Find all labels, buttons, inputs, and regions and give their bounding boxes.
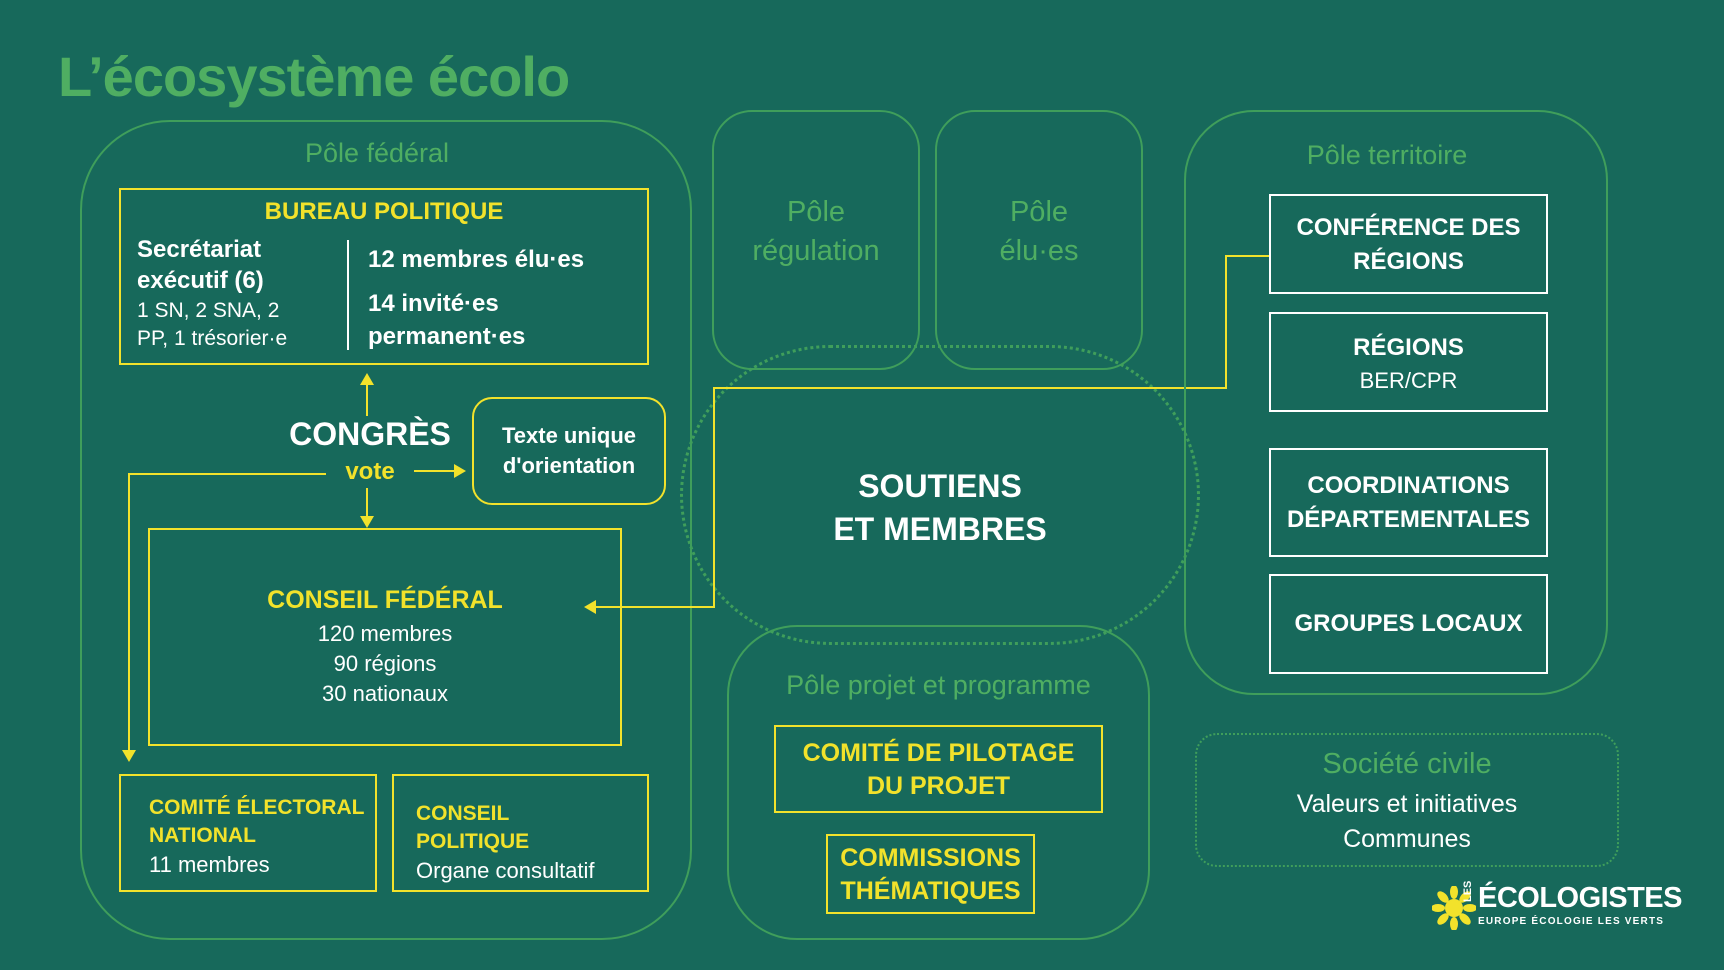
arrow-vote-left: [128, 473, 326, 475]
commissions-line-2: THÉMATIQUES: [840, 877, 1021, 905]
conseil-federal-line-3: 30 nationaux: [322, 681, 448, 706]
arrow-to-texte-head: [454, 464, 466, 478]
secretariat-detail-2: PP, 1 trésorier·e: [137, 327, 288, 350]
pole-territoire-label: Pôle territoire: [1306, 140, 1468, 170]
secretariat-title-1: Secrétariat: [137, 236, 262, 263]
soutiens-membres-label: SOUTIENS ET MEMBRES: [780, 468, 1100, 548]
arrow-to-bureau-head: [360, 373, 374, 385]
comite-electoral-title-1: COMITÉ ÉLECTORAL: [149, 796, 365, 819]
connector-conference-h: [1225, 255, 1270, 257]
conseil-politique-title-2: POLITIQUE: [416, 830, 530, 853]
pole-federal-label: Pôle fédéral: [304, 138, 450, 168]
coordinations-box: COORDINATIONS DÉPARTEMENTALES: [1269, 448, 1548, 557]
pole-projet-label: Pôle projet et programme: [786, 670, 1091, 700]
regions-title: RÉGIONS: [1353, 334, 1464, 361]
bureau-politique-title: BUREAU POLITIQUE: [264, 198, 504, 225]
logo: LES ÉCOLOGISTES EUROPE ÉCOLOGIE LES VERT…: [1432, 878, 1692, 934]
arrow-vote-down: [128, 473, 130, 753]
societe-line-2: Communes: [1343, 825, 1471, 853]
page-title: L’écosystème écolo: [58, 45, 570, 108]
arrow-to-conseil: [366, 488, 368, 518]
soutiens-line-2: ET MEMBRES: [833, 511, 1047, 547]
conseil-federal-title: CONSEIL FÉDÉRAL: [267, 586, 503, 614]
sunflower-icon: [1432, 886, 1476, 930]
societe-civile-text: Valeurs et initiatives Communes: [1195, 790, 1619, 854]
groupes-locaux-label: GROUPES LOCAUX: [1294, 610, 1523, 637]
conference-regions-box: CONFÉRENCE DES RÉGIONS: [1269, 194, 1548, 294]
texte-unique-label: Texte unique d'orientation: [474, 423, 664, 479]
conference-line-2: RÉGIONS: [1353, 248, 1464, 275]
pole-federal: [80, 120, 692, 940]
bureau-politique-box: BUREAU POLITIQUE Secrétariat exécutif (6…: [119, 188, 649, 365]
comite-pilotage-line-2: DU PROJET: [866, 772, 1011, 800]
pole-projet: [727, 625, 1150, 940]
comite-pilotage-line-1: COMITÉ DE PILOTAGE: [802, 739, 1075, 767]
secretariat-block: Secrétariat exécutif (6) 1 SN, 2 SNA, 2 …: [137, 236, 337, 351]
conseil-federal-content: CONSEIL FÉDÉRAL 120 membres 90 régions 3…: [150, 586, 620, 707]
connector-middle-v: [713, 387, 715, 608]
societe-line-1: Valeurs et initiatives: [1296, 790, 1518, 818]
texte-unique-line-2: d'orientation: [502, 453, 636, 478]
coordinations-line-1: COORDINATIONS: [1307, 472, 1510, 499]
arrow-to-bureau: [366, 383, 368, 416]
societe-civile-label: Société civile: [1322, 748, 1492, 780]
arrow-to-texte: [414, 470, 456, 472]
conference-line-1: CONFÉRENCE DES: [1296, 214, 1521, 241]
bureau-divider: [347, 240, 349, 350]
conseil-politique-detail: Organe consultatif: [416, 858, 595, 883]
secretariat-detail-1: 1 SN, 2 SNA, 2: [137, 299, 280, 322]
pole-regulation: Pôle régulation: [712, 110, 920, 370]
logo-main: ÉCOLOGISTES: [1478, 882, 1682, 914]
comite-electoral-content: COMITÉ ÉLECTORAL NATIONAL 11 membres: [149, 796, 364, 878]
pole-elues: Pôle élu·es: [935, 110, 1143, 370]
conseil-politique-box: CONSEIL POLITIQUE Organe consultatif: [392, 774, 649, 892]
conseil-federal-box: CONSEIL FÉDÉRAL 120 membres 90 régions 3…: [148, 528, 622, 746]
pole-regulation-line-2: régulation: [752, 235, 880, 267]
conseil-federal-line-1: 120 membres: [317, 621, 453, 646]
congres-label: CONGRÈS: [289, 416, 451, 452]
societe-civile-box: [1195, 733, 1619, 867]
bureau-invited-1: 14 invité·es: [368, 290, 499, 317]
comite-electoral-box: COMITÉ ÉLECTORAL NATIONAL 11 membres: [119, 774, 377, 892]
comite-electoral-title-2: NATIONAL: [149, 824, 256, 847]
texte-unique-box: Texte unique d'orientation: [472, 397, 666, 505]
pole-regulation-label: Pôle régulation: [714, 196, 918, 268]
pole-territoire: [1184, 110, 1608, 695]
coordinations-line-2: DÉPARTEMENTALES: [1286, 506, 1531, 533]
comite-electoral-detail: 11 membres: [149, 852, 270, 877]
pole-regulation-line-1: Pôle: [786, 196, 846, 228]
texte-unique-line-1: Texte unique: [501, 423, 637, 448]
groupes-locaux-box: GROUPES LOCAUX: [1269, 574, 1548, 674]
soutiens-line-1: SOUTIENS: [858, 468, 1022, 504]
pole-elues-label: Pôle élu·es: [937, 196, 1141, 268]
bureau-members: 12 membres élu·es: [368, 246, 585, 273]
pole-elues-line-1: Pôle: [1009, 196, 1069, 228]
regions-detail: BER/CPR: [1359, 368, 1458, 393]
arrow-vote-down-head: [122, 750, 136, 762]
comite-pilotage-box: COMITÉ DE PILOTAGE DU PROJET: [774, 725, 1103, 813]
logo-small: LES: [1462, 880, 1474, 902]
connector-conference-v: [1225, 255, 1227, 389]
bureau-invited: 14 invité·es permanent·es: [368, 290, 525, 351]
pole-elues-line-2: élu·es: [999, 235, 1079, 267]
arrow-to-conseil-head: [360, 516, 374, 528]
logo-sub: EUROPE ÉCOLOGIE LES VERTS: [1478, 916, 1665, 927]
conseil-politique-title-1: CONSEIL: [416, 802, 510, 825]
secretariat-title-2: exécutif (6): [137, 267, 264, 294]
connector-to-conseil-h: [596, 606, 715, 608]
conseil-federal-line-2: 90 régions: [333, 651, 437, 676]
vote-label: vote: [345, 458, 395, 485]
commissions-box: COMMISSIONS THÉMATIQUES: [826, 834, 1035, 914]
connector-middle-h: [713, 387, 1227, 389]
bureau-invited-2: permanent·es: [368, 323, 526, 350]
conseil-politique-content: CONSEIL POLITIQUE Organe consultatif: [416, 802, 595, 884]
regions-box: RÉGIONS BER/CPR: [1269, 312, 1548, 412]
connector-to-conseil-head: [584, 600, 596, 614]
commissions-line-1: COMMISSIONS: [840, 844, 1021, 872]
